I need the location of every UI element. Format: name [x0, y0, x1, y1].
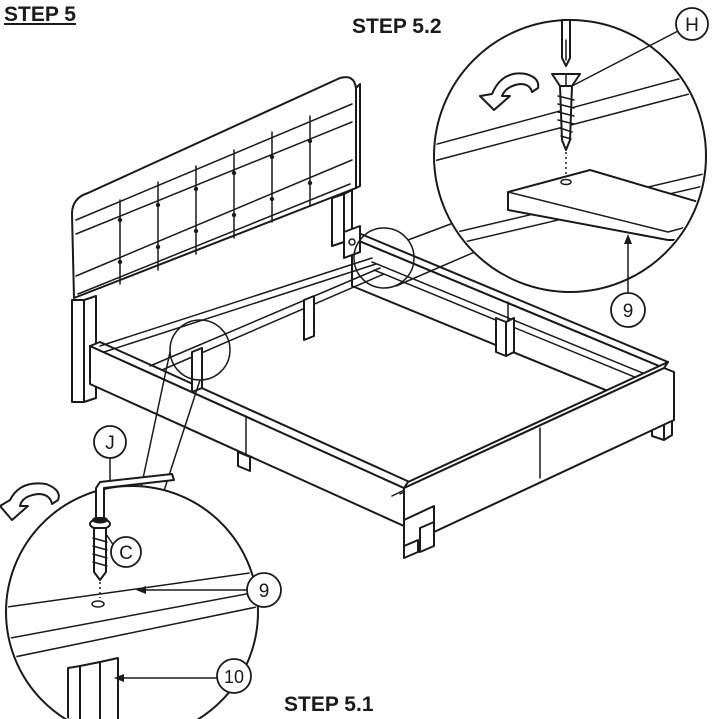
tufted-headboard — [71, 76, 361, 299]
callout-9-top: 9 — [610, 234, 646, 328]
callout-h: H — [571, 7, 709, 87]
headboard-bracket — [343, 225, 361, 259]
callout-9-bottom-label: 9 — [259, 581, 270, 602]
step-5-2-zoom-circle — [433, 19, 707, 293]
allen-key — [95, 473, 175, 519]
callout-9-bottom: 9 — [136, 572, 282, 608]
bed-frame-illustration — [71, 76, 675, 559]
step-5-title: STEP 5 — [4, 3, 76, 26]
callout-h-label: H — [685, 15, 699, 36]
step-5-1-title: STEP 5.1 — [284, 693, 374, 716]
rotate-arrow-icon — [479, 72, 540, 111]
callout-9-top-label: 9 — [623, 301, 634, 322]
callout-c: C — [105, 533, 142, 568]
screwdriver-tip — [561, 19, 571, 67]
callout-10-label: 10 — [224, 667, 244, 687]
callout-j-label: J — [105, 433, 115, 454]
bolt — [89, 516, 111, 608]
callout-c-label: C — [119, 543, 133, 564]
callout-10: 10 — [114, 658, 252, 694]
foot-rail — [403, 361, 675, 559]
callout-j: J — [93, 425, 127, 481]
rotate-arrow-icon-bottom — [0, 482, 60, 521]
step-5-1-zoom-circle — [0, 473, 259, 719]
step-5-2-title: STEP 5.2 — [352, 15, 442, 38]
wood-screw — [551, 73, 581, 186]
